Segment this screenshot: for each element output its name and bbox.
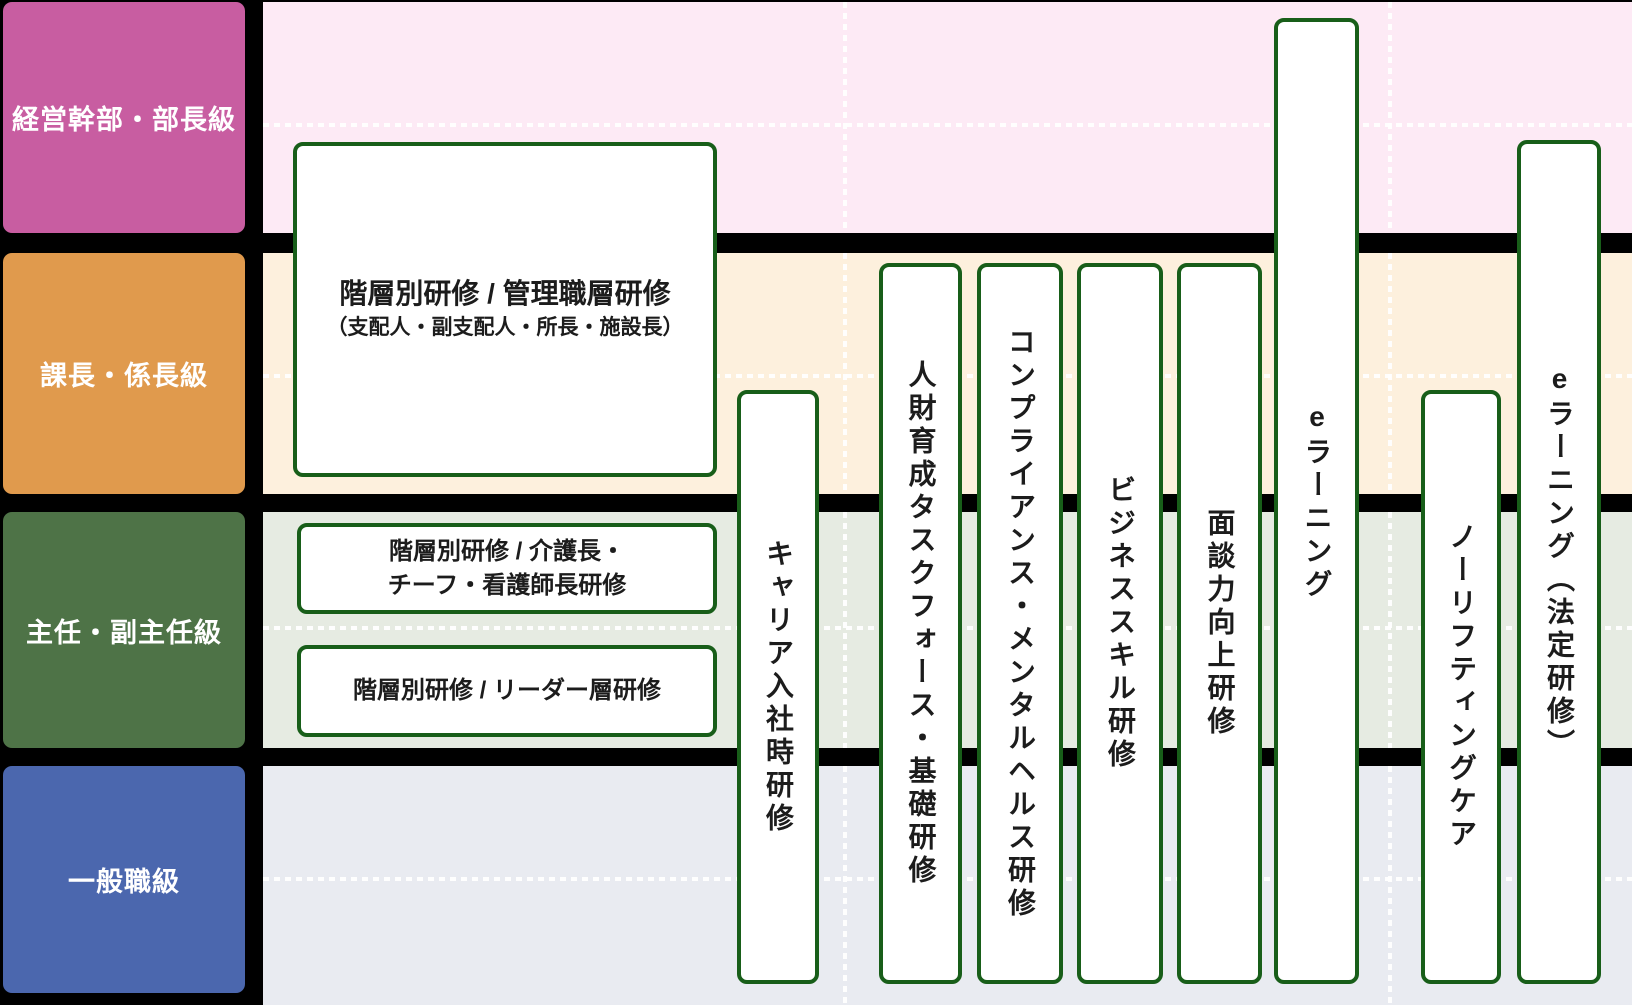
grid-dotted-line (1388, 766, 1392, 1005)
box-no-lifting-care-training: ノーリフティングケア (1421, 390, 1501, 984)
e-learning-label: eラーニング (1301, 400, 1333, 602)
level-label-chief: 主任・副主任級 (26, 617, 222, 648)
level-block-chief: 主任・副主任級 (3, 512, 245, 748)
care-chief-training-line1: 階層別研修 / 介護長・ (388, 538, 625, 566)
grid-dotted-line (263, 123, 1632, 127)
level-label-section-manager: 課長・係長級 (40, 361, 208, 391)
box-interview-skill-training: 面談力向上研修 (1177, 263, 1262, 984)
box-career-entry-training: キャリア入社時研修 (737, 390, 819, 984)
box-e-learning-legal-training: eラーニング（法定研修） (1517, 140, 1601, 984)
interview-skill-training-label: 面談力向上研修 (1204, 508, 1236, 739)
career-entry-training-label: キャリア入社時研修 (763, 538, 794, 836)
box-compliance-mental-health-training: コンプライアンス・メンタルヘルス研修 (977, 263, 1063, 984)
level-block-executive: 経営幹部・部長級 (3, 2, 245, 233)
grid-dotted-line (1388, 512, 1392, 748)
grid-dotted-line (843, 2, 847, 233)
hr-taskforce-basic-training-label: 人財育成タスクフォース・基礎研修 (905, 359, 937, 888)
box-management-training: 階層別研修 / 管理職層研修 （支配人・副支配人・所長・施設長） (293, 142, 717, 477)
level-block-section-manager: 課長・係長級 (3, 253, 245, 494)
box-business-skill-training: ビジネススキル研修 (1077, 263, 1163, 984)
level-label-executive: 経営幹部・部長級 (12, 105, 236, 135)
box-leader-training: 階層別研修 / リーダー層研修 (297, 645, 717, 737)
e-learning-legal-training-label: eラーニング（法定研修） (1544, 362, 1575, 762)
leader-training-label: 階層別研修 / リーダー層研修 (352, 677, 661, 705)
compliance-mental-health-training-label: コンプライアンス・メンタルヘルス研修 (1005, 326, 1036, 921)
box-hr-taskforce-basic-training: 人財育成タスクフォース・基礎研修 (879, 263, 962, 984)
care-chief-training-line2: チーフ・看護師長研修 (387, 571, 627, 599)
management-training-subtitle: （支配人・副支配人・所長・施設長） (326, 315, 684, 339)
no-lifting-care-training-label: ノーリフティングケア (1446, 522, 1477, 852)
grid-dotted-line (843, 512, 847, 748)
level-block-general-staff: 一般職級 (3, 766, 245, 993)
grid-dotted-line (1388, 253, 1392, 494)
management-training-title: 階層別研修 / 管理職層研修 (339, 277, 671, 309)
grid-dotted-line (843, 253, 847, 494)
grid-dotted-line (843, 766, 847, 1005)
business-skill-training-label: ビジネススキル研修 (1105, 475, 1136, 772)
grid-dotted-line (1388, 2, 1392, 233)
box-e-learning: eラーニング (1274, 18, 1359, 984)
box-care-chief-training: 階層別研修 / 介護長・ チーフ・看護師長研修 (297, 523, 717, 614)
level-label-general-staff: 一般職級 (68, 867, 180, 897)
